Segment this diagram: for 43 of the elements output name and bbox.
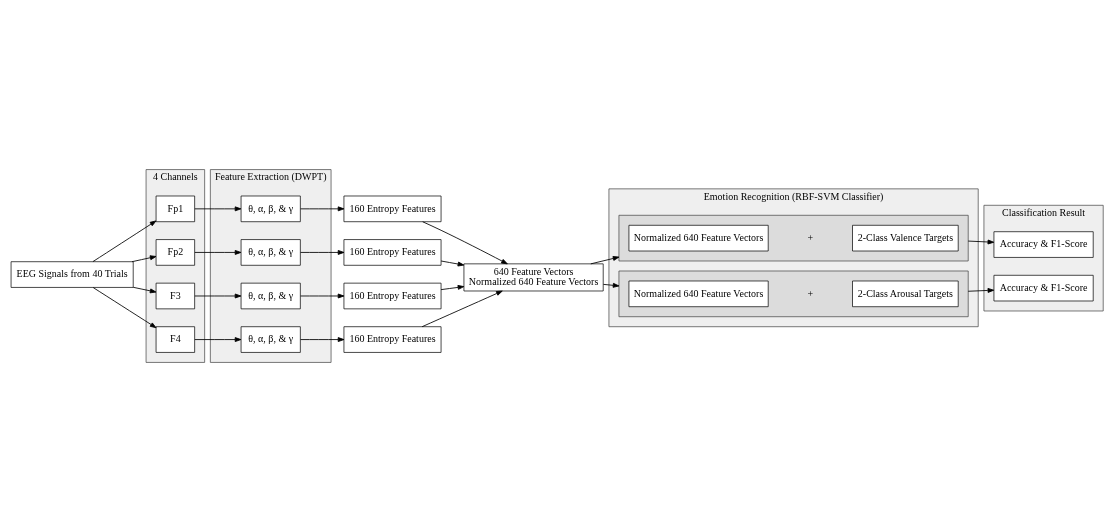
node-box: Normalized 640 Feature Vectors	[628, 224, 769, 252]
node-box: EEG Signals from 40 Trials	[10, 261, 134, 288]
node-box: F3	[155, 282, 195, 310]
node-box: θ, α, β, & γ	[240, 282, 301, 310]
cluster	[618, 214, 969, 262]
arrow	[967, 288, 995, 293]
arrow	[300, 250, 345, 255]
node-box: Normalized 640 Feature Vectors	[628, 280, 769, 308]
arrow	[300, 293, 345, 299]
arrow	[194, 337, 242, 342]
node-box: Accuracy & F1-Score	[993, 274, 1094, 302]
node-box: 2-Class Valence Targets	[852, 224, 959, 252]
arrow	[194, 250, 242, 255]
arrow	[300, 206, 345, 212]
arrow	[440, 260, 465, 267]
node-box: 160 Entropy Features	[343, 282, 442, 310]
node-box: θ, α, β, & γ	[240, 239, 301, 266]
arrow	[194, 206, 242, 212]
node-box: Fp2	[155, 239, 195, 266]
arrow	[92, 220, 157, 262]
node-box: 2-Class Arousal Targets	[852, 280, 959, 308]
arrow	[967, 239, 995, 245]
arrow	[132, 286, 157, 294]
node-box: Fp1	[155, 195, 195, 223]
arrow	[440, 284, 465, 291]
arrow	[603, 282, 620, 288]
arrow	[422, 221, 508, 265]
cluster	[618, 270, 969, 318]
node-box: 160 Entropy Features	[343, 239, 442, 266]
node-box: F4	[155, 326, 195, 353]
node-box: θ, α, β, & γ	[240, 195, 301, 223]
arrow	[92, 287, 157, 329]
arrow	[131, 255, 157, 263]
label: +	[807, 287, 814, 299]
node-box: 640 Feature Vectors Normalized 640 Feature Vectors	[463, 263, 604, 292]
node-box: 160 Entropy Features	[343, 195, 442, 223]
node-box: θ, α, β, & γ	[240, 326, 301, 353]
arrow	[194, 293, 242, 299]
label: +	[807, 231, 814, 243]
node-box: Accuracy & F1-Score	[993, 231, 1094, 258]
arrow	[300, 337, 345, 342]
node-box: 160 Entropy Features	[343, 326, 442, 353]
arrow	[590, 256, 620, 265]
